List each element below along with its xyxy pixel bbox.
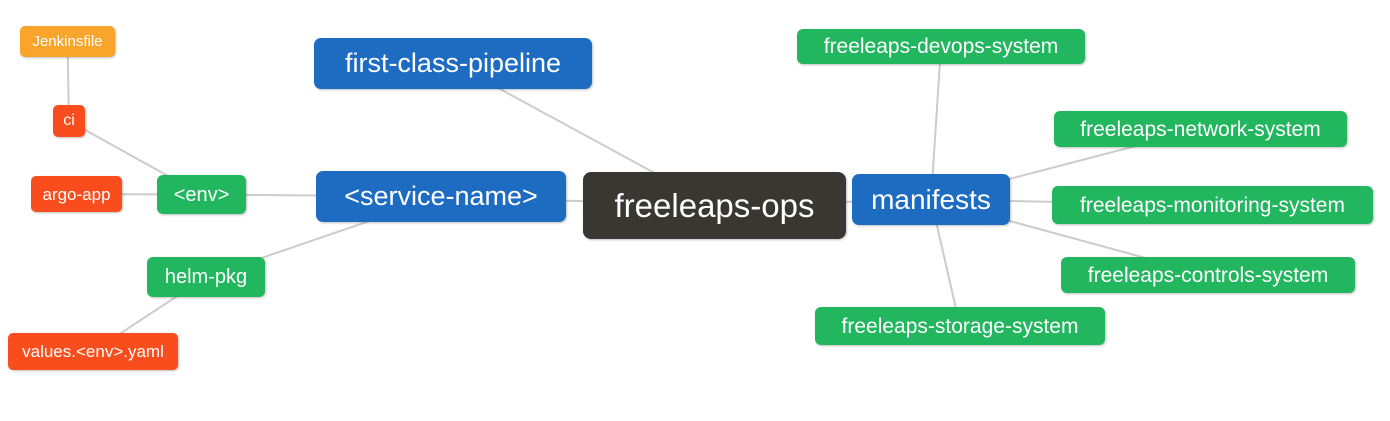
node-label: values.<env>.yaml [22, 342, 164, 361]
node-service-name[interactable]: <service-name> [316, 171, 566, 222]
node-env[interactable]: <env> [157, 175, 246, 214]
node-jenkinsfile[interactable]: Jenkinsfile [20, 26, 115, 57]
node-label: Jenkinsfile [32, 33, 103, 50]
node-freeleaps-network-system[interactable]: freeleaps-network-system [1054, 111, 1347, 147]
node-label: argo-app [42, 184, 111, 204]
node-label: freeleaps-ops [614, 187, 815, 224]
node-label: helm-pkg [164, 266, 248, 288]
node-freeleaps-storage-system[interactable]: freeleaps-storage-system [815, 307, 1105, 345]
node-label: ci [63, 112, 75, 129]
node-label: freeleaps-network-system [1080, 117, 1321, 141]
node-label: freeleaps-monitoring-system [1080, 193, 1345, 217]
node-label: manifests [871, 183, 991, 215]
node-manifests[interactable]: manifests [852, 174, 1010, 225]
node-label: <env> [173, 183, 230, 206]
node-freeleaps-monitoring-system[interactable]: freeleaps-monitoring-system [1052, 186, 1373, 224]
node-values-env-yaml[interactable]: values.<env>.yaml [8, 333, 178, 370]
node-label: freeleaps-controls-system [1087, 263, 1329, 287]
node-argo-app[interactable]: argo-app [31, 176, 122, 212]
node-first-class-pipeline[interactable]: first-class-pipeline [314, 38, 592, 89]
node-helm-pkg[interactable]: helm-pkg [147, 257, 265, 297]
node-freeleaps-controls-system[interactable]: freeleaps-controls-system [1061, 257, 1355, 293]
node-freeleaps-ops[interactable]: freeleaps-ops [583, 172, 846, 239]
node-label: freeleaps-storage-system [841, 314, 1079, 338]
node-label: freeleaps-devops-system [823, 35, 1059, 58]
node-ci[interactable]: ci [53, 105, 85, 137]
node-label: <service-name> [344, 181, 538, 211]
node-label: first-class-pipeline [344, 48, 562, 78]
node-freeleaps-devops-system[interactable]: freeleaps-devops-system [797, 29, 1085, 64]
